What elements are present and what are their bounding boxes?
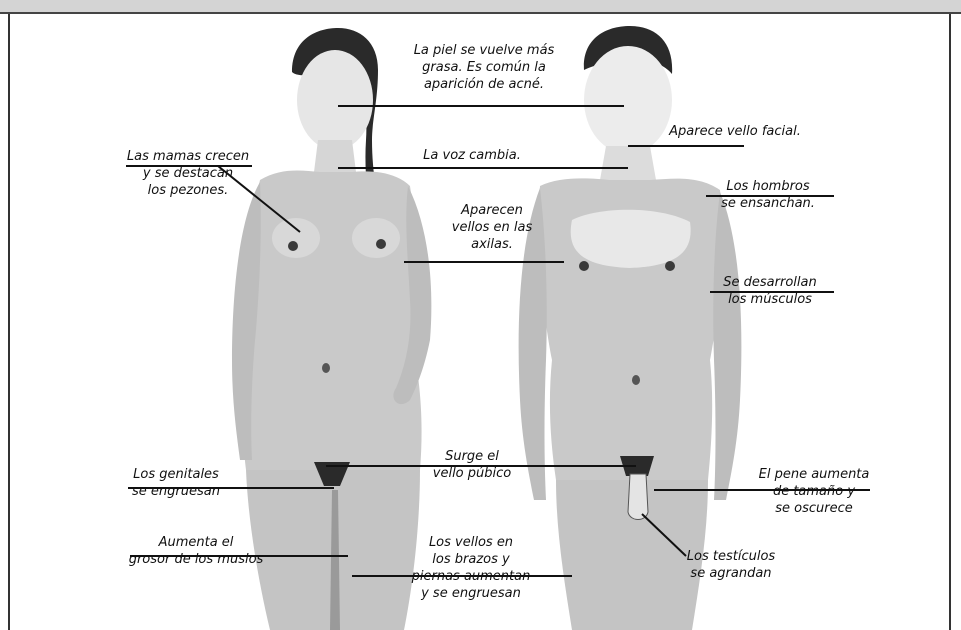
label-shoulders-line: Los hombros [700,178,836,195]
label-muscles: Se desarrollan los músculos [706,274,834,308]
label-thighs-line: Aumenta el [118,534,274,551]
label-limb-hair-line: piernas aumentan [396,568,546,585]
label-limb-hair-line: los brazos y [396,551,546,568]
label-shoulders: Los hombros se ensanchan. [700,178,836,212]
label-genitals-line: se engruesan [122,483,230,500]
label-pubic-hair: Surge el vello púbico [412,448,532,482]
label-limb-hair-line: y se engruesan [396,585,546,602]
female-nipple-right [376,239,386,249]
label-thighs-line: grosor de los muslos [118,551,274,568]
label-armpit-hair-line: vellos en las [440,219,544,236]
label-skin: La piel se vuelve más grasa. Es común la… [405,42,563,93]
label-penis-line: El pene aumenta [746,466,882,483]
label-voice: La voz cambia. [412,147,532,164]
female-nipple-left [288,241,298,251]
male-nipple-right [665,261,675,271]
label-armpit-hair-line: Aparecen [440,202,544,219]
label-testicles-line: Los testículos [666,548,796,565]
female-navel [322,363,330,373]
label-facial-hair: Aparece vello facial. [660,123,810,140]
female-breast-right [352,218,400,258]
male-figure [519,26,742,630]
label-genitals: Los genitales se engruesan [122,466,230,500]
male-navel [632,375,640,385]
male-nipple-left [579,261,589,271]
male-face [584,46,672,154]
label-voice-line: La voz cambia. [412,147,532,164]
label-limb-hair: Los vellos en los brazos y piernas aumen… [396,534,546,602]
label-limb-hair-line: Los vellos en [396,534,546,551]
label-genitals-line: Los genitales [122,466,230,483]
label-breasts-line: Las mamas crecen [120,148,256,165]
label-penis: El pene aumenta de tamaño y se oscurece [746,466,882,517]
label-muscles-line: los músculos [706,291,834,308]
label-facial-hair-line: Aparece vello facial. [660,123,810,140]
label-muscles-line: Se desarrollan [706,274,834,291]
female-torso [243,170,421,470]
male-neck [600,146,656,180]
label-armpit-hair-line: axilas. [440,236,544,253]
label-shoulders-line: se ensanchan. [700,195,836,212]
male-chest-highlight [571,210,691,268]
label-breasts: Las mamas crecen y se destacan los pezon… [120,148,256,199]
label-armpit-hair: Aparecen vellos en las axilas. [440,202,544,253]
label-thighs: Aumenta el grosor de los muslos [118,534,274,568]
label-pubic-hair-line: vello púbico [412,465,532,482]
female-face [297,50,373,150]
female-breast-left [272,218,320,258]
label-breasts-line: y se destacan [120,165,256,182]
male-penis [628,474,648,520]
label-testicles-line: se agrandan [666,565,796,582]
label-skin-line: aparición de acné. [405,76,563,93]
male-arm-right [713,192,741,500]
label-pubic-hair-line: Surge el [412,448,532,465]
label-penis-line: se oscurece [746,500,882,517]
label-penis-line: de tamaño y [746,483,882,500]
label-skin-line: grasa. Es común la [405,59,563,76]
label-breasts-line: los pezones. [120,182,256,199]
label-skin-line: La piel se vuelve más [405,42,563,59]
label-testicles: Los testículos se agrandan [666,548,796,582]
